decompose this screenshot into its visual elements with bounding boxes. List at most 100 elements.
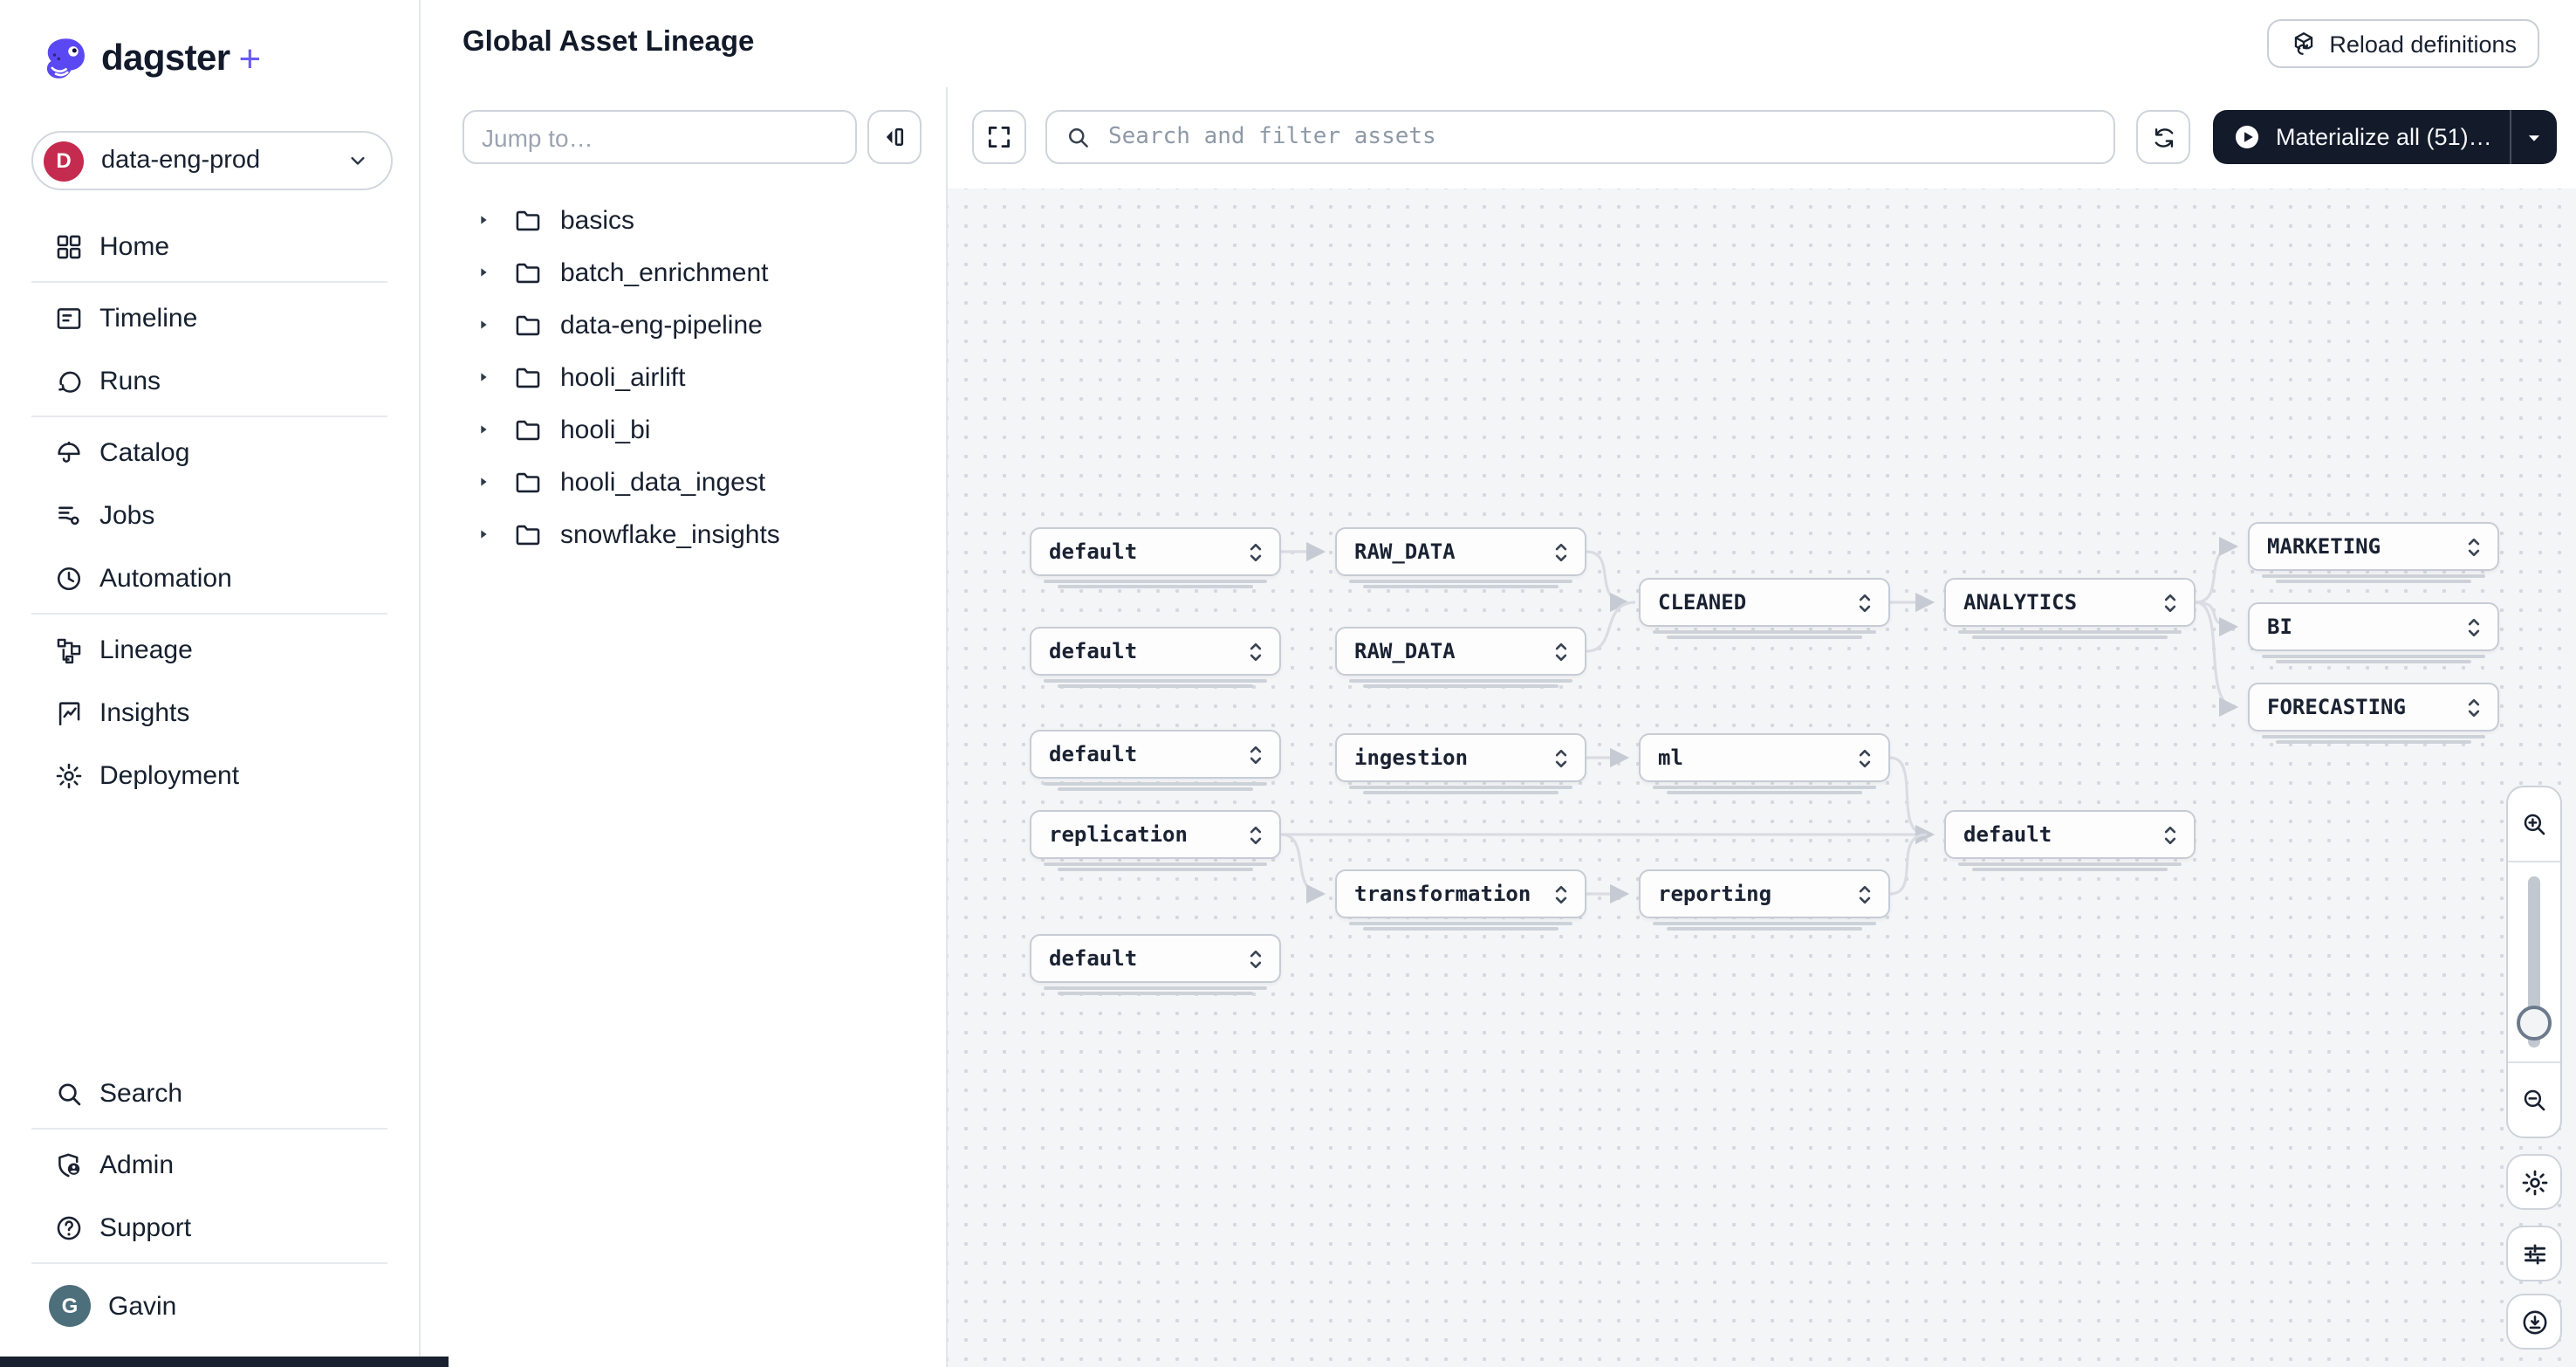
node-stack-line <box>1044 580 1267 583</box>
page-title: Global Asset Lineage <box>462 26 755 58</box>
graph-settings-button[interactable] <box>2506 1154 2562 1210</box>
tree-folder-label: batch_enrichment <box>560 258 769 287</box>
deployment-name: data-eng-prod <box>101 147 261 175</box>
edge-ml-d4 <box>1889 756 1928 836</box>
caret-right-icon[interactable] <box>475 421 492 438</box>
tree-folder-hooli-airlift[interactable]: hooli_airlift <box>421 351 946 403</box>
sidebar-item-insights[interactable]: Insights <box>0 681 419 744</box>
graph-node-default-13[interactable]: default <box>1944 810 2196 871</box>
graph-node-default-0[interactable]: default <box>1030 527 1281 588</box>
sidebar-item-lineage[interactable]: Lineage <box>0 618 419 681</box>
graph-node-forecasting-8[interactable]: FORECASTING <box>2248 683 2499 744</box>
graph-node-marketing-6[interactable]: MARKETING <box>2248 522 2499 583</box>
materialize-options-button[interactable] <box>2511 110 2557 164</box>
graph-node-default-2[interactable]: default <box>1030 627 1281 688</box>
unfold-icon[interactable] <box>1853 745 1876 771</box>
graph-node-transformation-14[interactable]: transformation <box>1335 869 1586 931</box>
unfold-icon[interactable] <box>1853 881 1876 907</box>
graph-node-ml-11[interactable]: ml <box>1639 733 1890 794</box>
tree-folder-hooli-data-ingest[interactable]: hooli_data_ingest <box>421 456 946 508</box>
deployment-switcher[interactable]: D data-eng-prod <box>31 131 393 190</box>
fullscreen-button[interactable] <box>972 110 1026 164</box>
graph-node-raw-data-3[interactable]: RAW_DATA <box>1335 627 1586 688</box>
unfold-icon[interactable] <box>2159 821 2182 848</box>
zoom-out-button[interactable] <box>2508 1061 2560 1137</box>
unfold-icon[interactable] <box>1244 821 1267 848</box>
sidebar-item-runs[interactable]: Runs <box>0 349 419 412</box>
collapse-panel-button[interactable] <box>867 110 921 164</box>
graph-node-default-9[interactable]: default <box>1030 730 1281 791</box>
graph-node-bi-7[interactable]: BI <box>2248 602 2499 663</box>
sidebar-item-catalog[interactable]: Catalog <box>0 421 419 484</box>
graph-node-ingestion-10[interactable]: ingestion <box>1335 733 1586 794</box>
folder-icon <box>513 310 543 340</box>
unfold-icon[interactable] <box>1244 945 1267 972</box>
reload-definitions-button[interactable]: Reload definitions <box>2266 19 2539 68</box>
jump-to-input[interactable] <box>462 110 857 164</box>
graph-node-cleaned-4[interactable]: CLEANED <box>1639 578 1890 639</box>
caret-right-icon[interactable] <box>475 526 492 543</box>
tree-folder-batch-enrichment[interactable]: batch_enrichment <box>421 246 946 299</box>
tree-folder-snowflake-insights[interactable]: snowflake_insights <box>421 508 946 560</box>
unfold-icon[interactable] <box>2463 694 2485 720</box>
sidebar-item-jobs[interactable]: Jobs <box>0 484 419 546</box>
node-stack-line <box>1653 630 1876 634</box>
caret-right-icon[interactable] <box>475 368 492 386</box>
tree-folder-hooli-bi[interactable]: hooli_bi <box>421 403 946 456</box>
avatar: G <box>49 1285 91 1327</box>
asset-search-input[interactable] <box>1105 122 2096 152</box>
node-stack-line <box>2262 574 2485 578</box>
sidebar-item-search[interactable]: Search <box>0 1061 419 1124</box>
sidebar-item-home[interactable]: Home <box>0 215 419 278</box>
zoom-slider[interactable] <box>2508 862 2560 1061</box>
sidebar-item-admin[interactable]: Admin <box>0 1133 419 1196</box>
caret-down-icon <box>2522 125 2546 149</box>
sidebar-item-timeline[interactable]: Timeline <box>0 286 419 349</box>
refresh-button[interactable] <box>2136 110 2190 164</box>
tree-folder-basics[interactable]: basics <box>421 194 946 246</box>
folder-icon <box>513 415 543 444</box>
graph-node-label: ANALYTICS <box>1963 590 2078 615</box>
unfold-icon[interactable] <box>2463 533 2485 560</box>
tree-folder-data-eng-pipeline[interactable]: data-eng-pipeline <box>421 299 946 351</box>
zoom-slider-track[interactable] <box>2528 876 2540 1048</box>
graph-filters-button[interactable] <box>2506 1226 2562 1281</box>
user-menu[interactable]: G Gavin <box>0 1274 419 1337</box>
graph-node-analytics-5[interactable]: ANALYTICS <box>1944 578 2196 639</box>
unfold-icon[interactable] <box>1244 539 1267 565</box>
unfold-icon[interactable] <box>1853 589 1876 615</box>
unfold-icon[interactable] <box>2159 589 2182 615</box>
unfold-icon[interactable] <box>1550 745 1572 771</box>
unfold-icon[interactable] <box>1244 638 1267 664</box>
reload-cube-icon <box>2289 30 2317 58</box>
graph-node-reporting-15[interactable]: reporting <box>1639 869 1890 931</box>
divider <box>31 1128 387 1130</box>
zoom-slider-thumb[interactable] <box>2517 1006 2552 1041</box>
caret-right-icon[interactable] <box>475 211 492 229</box>
graph-node-raw-data-1[interactable]: RAW_DATA <box>1335 527 1586 588</box>
unfold-icon[interactable] <box>1550 881 1572 907</box>
unfold-icon[interactable] <box>1550 539 1572 565</box>
sidebar-item-support[interactable]: Support <box>0 1196 419 1259</box>
zoom-in-button[interactable] <box>2508 787 2560 862</box>
sidebar-item-deployment[interactable]: Deployment <box>0 744 419 807</box>
graph-node-replication-12[interactable]: replication <box>1030 810 1281 871</box>
caret-right-icon[interactable] <box>475 264 492 281</box>
graph-node-label: transformation <box>1354 882 1531 906</box>
unfold-icon[interactable] <box>1550 638 1572 664</box>
materialize-all-button[interactable]: Materialize all (51)… <box>2213 110 2510 164</box>
divider <box>31 281 387 283</box>
sidebar-item-automation[interactable]: Automation <box>0 546 419 609</box>
graph-node-label: default <box>1049 639 1138 663</box>
graph-node-default-16[interactable]: default <box>1030 934 1281 995</box>
unfold-icon[interactable] <box>1244 741 1267 767</box>
edge-an-mk <box>2195 536 2239 604</box>
caret-right-icon[interactable] <box>475 316 492 333</box>
caret-right-icon[interactable] <box>475 473 492 491</box>
unfold-icon[interactable] <box>2463 614 2485 640</box>
download-image-button[interactable] <box>2506 1294 2562 1350</box>
node-stack-line <box>1349 786 1572 789</box>
